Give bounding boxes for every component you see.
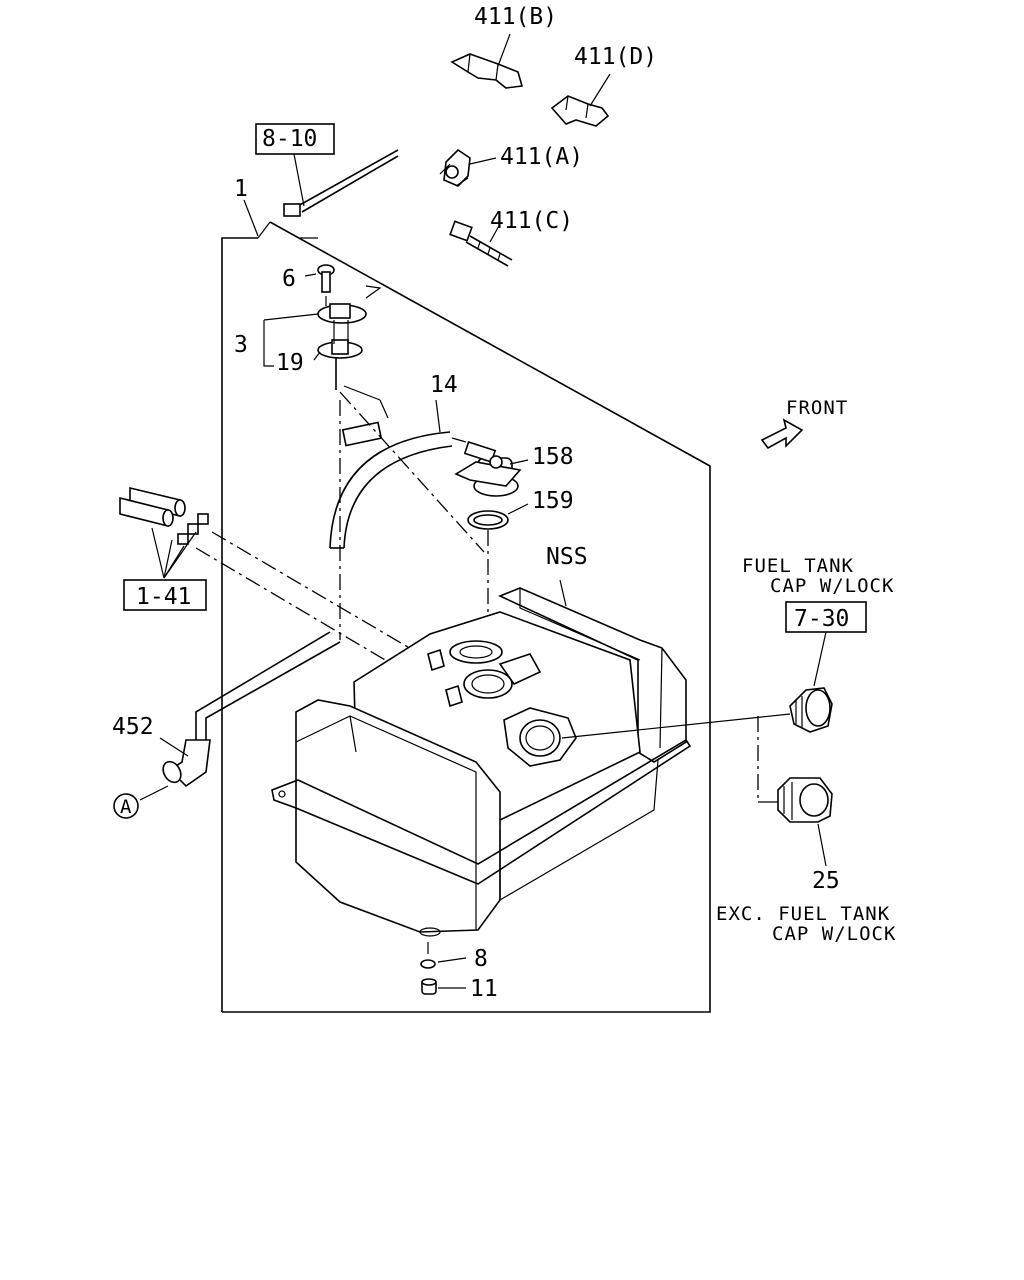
leader-nss <box>559 579 567 607</box>
leader-1 <box>243 199 259 237</box>
screw-6 <box>304 264 335 306</box>
drain-plug-set <box>420 942 467 995</box>
clip-411a <box>439 148 497 187</box>
label-14: 14 <box>430 372 458 398</box>
locking-cap-7-30 <box>561 601 867 739</box>
label-159: 159 <box>532 488 574 514</box>
label-411c: 411(C) <box>490 208 573 234</box>
label-19: 19 <box>276 350 304 376</box>
label-6: 6 <box>282 266 296 292</box>
label-nss: NSS <box>546 544 588 570</box>
label-ref-a: A <box>120 796 132 818</box>
label-fuel-tank-cap-line1: FUEL TANK <box>742 555 854 577</box>
label-1: 1 <box>234 176 248 202</box>
clip-411b <box>450 33 524 89</box>
label-452: 452 <box>112 714 154 740</box>
fuel-tank <box>271 587 692 937</box>
assembly-frame <box>221 221 711 1013</box>
label-411d: 411(D) <box>574 44 657 70</box>
tie-411c <box>449 220 513 267</box>
label-3: 3 <box>234 332 248 358</box>
valve-158 <box>454 440 529 497</box>
connector-452 <box>113 631 341 819</box>
front-arrow-icon <box>760 418 804 450</box>
clip-411d <box>550 73 611 127</box>
cable-8-10 <box>255 123 399 217</box>
label-11: 11 <box>470 976 498 1002</box>
label-exc-line2: CAP W/LOCK <box>772 923 896 945</box>
label-8-10: 8-10 <box>262 126 317 152</box>
clip-set-1-41 <box>119 486 209 611</box>
standard-cap-25 <box>758 777 833 867</box>
label-front: FRONT <box>786 397 848 419</box>
fuel-sender-unit <box>263 285 389 447</box>
label-411b: 411(B) <box>474 4 557 30</box>
labels: 411(B) 411(D) 8-10 411(A) 1 411(C) 6 3 1… <box>112 4 896 1002</box>
gasket-159 <box>467 503 529 530</box>
hose-14 <box>329 399 467 549</box>
label-1-41: 1-41 <box>136 584 191 610</box>
label-411a: 411(A) <box>500 144 583 170</box>
label-25: 25 <box>812 868 840 894</box>
label-7-30: 7-30 <box>794 606 849 632</box>
label-exc-line1: EXC. FUEL TANK <box>716 903 890 925</box>
label-158: 158 <box>532 444 574 470</box>
label-8: 8 <box>474 946 488 972</box>
label-fuel-tank-cap-line2: CAP W/LOCK <box>770 575 894 597</box>
